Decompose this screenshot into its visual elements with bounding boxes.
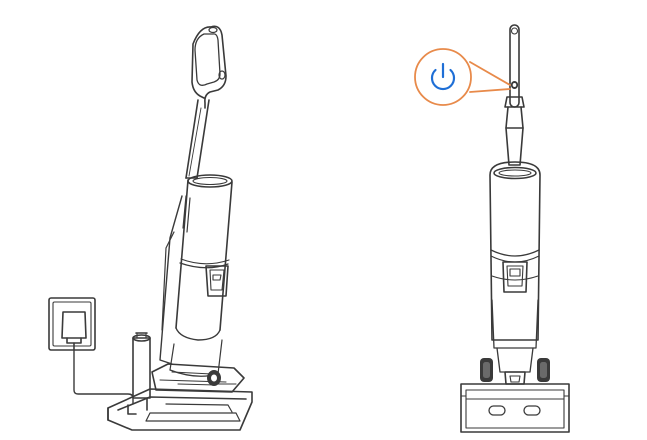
vacuum-floor-head — [151, 363, 245, 393]
handle-button-callout — [414, 48, 511, 106]
charging-base — [107, 388, 253, 431]
vacuum-unit — [159, 25, 233, 386]
vacuum-unit — [480, 24, 550, 385]
power-adapter-icon — [61, 311, 87, 351]
vacuum-floor-head — [460, 383, 570, 433]
charging-cable — [73, 349, 134, 405]
cleaning-brush — [132, 332, 151, 399]
power-icon — [430, 62, 456, 91]
wall-outlet-icon — [48, 297, 96, 351]
